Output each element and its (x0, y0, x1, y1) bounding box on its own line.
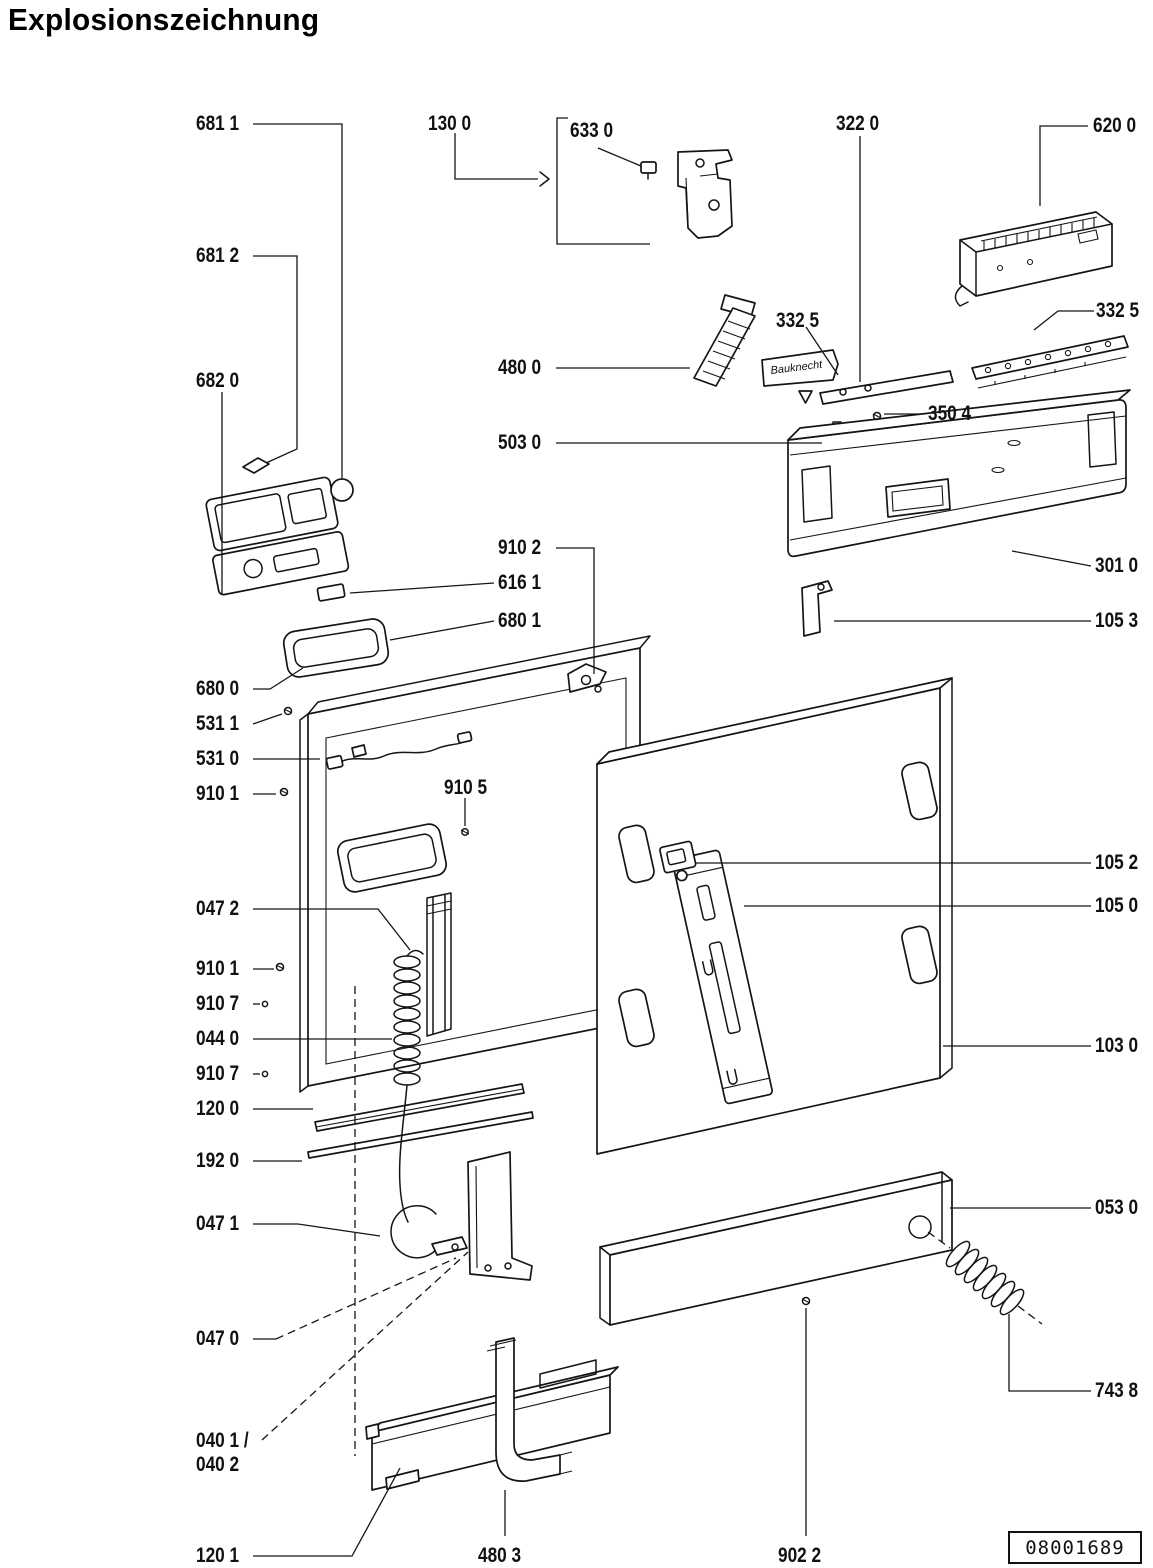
rail-strip-long (314, 1083, 525, 1132)
fixing-strip-left (819, 370, 954, 405)
door-hinge-bracket (640, 149, 733, 239)
part-label-120-1: 120 1 (196, 1544, 240, 1567)
part-label-301-0: 301 0 (1095, 554, 1139, 577)
door-window-cutout (336, 823, 448, 893)
part-label-130-0: 130 0 (428, 112, 472, 135)
document-number: 08001689 (1025, 1536, 1125, 1559)
part-label-120-0: 120 0 (196, 1097, 240, 1120)
mounting-strip-right (971, 335, 1129, 389)
dispenser-knob (330, 478, 354, 502)
dispenser-clip (316, 583, 346, 602)
part-label-350-4: 350 4 (928, 402, 972, 425)
part-label-332-5a: 332 5 (776, 309, 820, 332)
screws (261, 411, 882, 1306)
part-label-503-0: 503 0 (498, 431, 542, 454)
corner-bracket (467, 1151, 533, 1281)
part-label-040-1: 040 1 / (196, 1429, 249, 1452)
part-label-681-1: 681 1 (196, 112, 240, 135)
leader-lines (221, 117, 1094, 1557)
door-spring (927, 1231, 1043, 1325)
page-title: Explosionszeichnung (8, 2, 320, 37)
kick-plate (599, 1171, 953, 1326)
part-label-332-5b: 332 5 (1096, 299, 1140, 322)
part-label-105-2: 105 2 (1095, 851, 1139, 874)
panel-bracket (801, 580, 833, 637)
part-label-053-0: 053 0 (1095, 1196, 1139, 1219)
wire-harness (325, 731, 473, 770)
bottom-access-panel (365, 1359, 619, 1491)
dispenser-gasket (282, 618, 390, 678)
vent-slot (901, 925, 938, 985)
part-label-910-7b: 910 7 (196, 1062, 240, 1085)
part-label-616-1: 616 1 (498, 571, 542, 594)
hinge-corner-plate (567, 663, 607, 693)
part-label-531-1: 531 1 (196, 712, 240, 735)
vent-slot (618, 824, 655, 884)
vent-slot (901, 761, 938, 821)
part-label-633-0: 633 0 (570, 119, 614, 142)
dispenser-assembly (205, 457, 390, 678)
part-label-480-3: 480 3 (478, 1544, 522, 1567)
control-module (954, 211, 1113, 307)
part-label-105-0: 105 0 (1095, 894, 1139, 917)
arrow-down-icon (798, 390, 813, 404)
ribbon-cable (693, 294, 756, 387)
part-label-682-0: 682 0 (196, 369, 240, 392)
part-label-910-2: 910 2 (498, 536, 542, 559)
part-label-531-0: 531 0 (196, 747, 240, 770)
cord-channel (426, 892, 452, 1037)
part-label-681-2: 681 2 (196, 244, 240, 267)
part-label-910-7a: 910 7 (196, 992, 240, 1015)
part-label-103-0: 103 0 (1095, 1034, 1139, 1057)
part-label-680-1: 680 1 (498, 609, 542, 632)
part-label-047-0: 047 0 (196, 1327, 240, 1350)
part-label-620-0: 620 0 (1093, 114, 1137, 137)
vent-slot (618, 988, 655, 1048)
part-label-480-0: 480 0 (498, 356, 542, 379)
part-label-743-8: 743 8 (1095, 1379, 1139, 1402)
part-label-910-1b: 910 1 (196, 957, 240, 980)
part-label-322-0: 322 0 (836, 112, 880, 135)
part-label-192-0: 192 0 (196, 1149, 240, 1172)
document-number-box: 08001689 (1008, 1531, 1142, 1564)
part-label-910-1a: 910 1 (196, 782, 240, 805)
part-label-044-0: 044 0 (196, 1027, 240, 1050)
part-label-040-2: 040 2 (196, 1453, 240, 1476)
part-label-105-3: 105 3 (1095, 609, 1139, 632)
rail-strip-thin (307, 1111, 534, 1159)
part-label-680-0: 680 0 (196, 677, 240, 700)
outer-door-panel (596, 677, 953, 1155)
part-label-902-2: 902 2 (778, 1544, 822, 1567)
part-label-910-5: 910 5 (444, 776, 488, 799)
control-panel (787, 389, 1131, 558)
support-strap (486, 1337, 573, 1482)
cord-pulley (390, 1205, 468, 1259)
part-label-047-1: 047 1 (196, 1212, 240, 1235)
door-rope-spring (393, 949, 424, 1223)
door-latch-catch (659, 840, 697, 882)
dispenser-cap (242, 457, 270, 474)
part-label-047-2: 047 2 (196, 897, 240, 920)
